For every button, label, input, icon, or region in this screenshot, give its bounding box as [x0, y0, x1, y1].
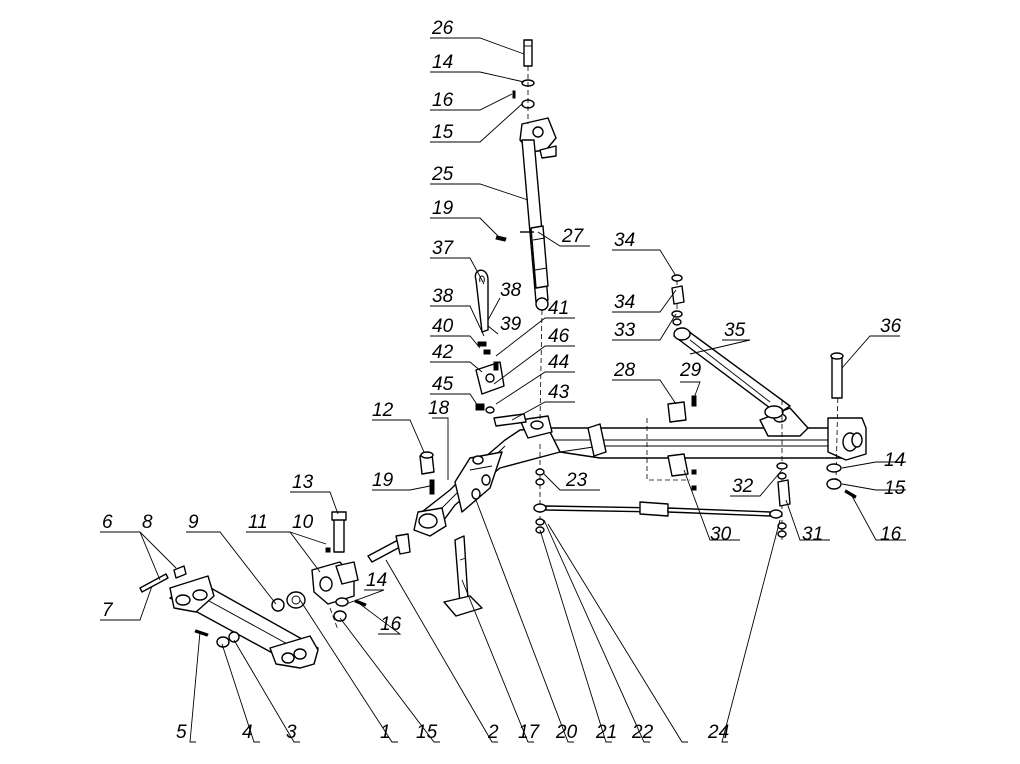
- callout-12: 12: [372, 400, 394, 421]
- hanger-bracket: [474, 235, 527, 427]
- callout-14-top: 14: [432, 52, 453, 73]
- callout-43: 43: [548, 382, 570, 403]
- callout-34-mid: 34: [614, 292, 635, 313]
- top-link-rod: [512, 39, 557, 311]
- callout-36: 36: [880, 316, 902, 337]
- callout-31: 31: [802, 524, 823, 545]
- callout-labels: 26 14 16 15 25 19 27 37 38 38 39 40 42 4…: [102, 18, 906, 743]
- callout-27: 27: [561, 226, 585, 247]
- callout-10: 10: [292, 512, 314, 533]
- callout-14-low: 14: [366, 570, 387, 591]
- callout-28: 28: [613, 360, 636, 381]
- callout-15-top: 15: [432, 122, 454, 143]
- leader-lines: [100, 37, 906, 743]
- tension-rod: [533, 468, 783, 534]
- callout-19-low: 19: [372, 470, 394, 491]
- right-small-parts: [667, 274, 857, 538]
- callout-35: 35: [724, 320, 746, 341]
- callout-34-top: 34: [614, 230, 635, 251]
- callout-42: 42: [432, 342, 454, 363]
- callout-29: 29: [679, 360, 702, 381]
- callout-25: 25: [431, 164, 454, 185]
- callout-40: 40: [432, 316, 454, 337]
- callout-17: 17: [518, 722, 541, 743]
- main-frame: [413, 407, 867, 537]
- callout-4: 4: [242, 722, 253, 743]
- callout-16-top: 16: [432, 90, 454, 111]
- callout-24: 24: [707, 722, 729, 743]
- callout-14-right: 14: [884, 450, 905, 471]
- callout-15-low: 15: [416, 722, 438, 743]
- callout-22: 22: [631, 722, 654, 743]
- callout-6: 6: [102, 512, 113, 533]
- callout-37: 37: [432, 238, 455, 259]
- callout-45: 45: [432, 374, 454, 395]
- callout-44: 44: [548, 352, 569, 373]
- callout-8: 8: [142, 512, 153, 533]
- callout-19-top: 19: [432, 198, 454, 219]
- callout-46: 46: [548, 326, 570, 347]
- callout-11: 11: [248, 512, 268, 533]
- callout-23: 23: [565, 470, 588, 491]
- callout-21: 21: [595, 722, 617, 743]
- callout-20: 20: [555, 722, 578, 743]
- callout-41: 41: [548, 298, 569, 319]
- callout-13: 13: [292, 472, 314, 493]
- callout-15-right: 15: [884, 478, 906, 499]
- callout-3: 3: [286, 722, 297, 743]
- callout-26: 26: [431, 18, 454, 39]
- callout-5: 5: [176, 722, 187, 743]
- callout-39: 39: [500, 314, 522, 335]
- callout-1: 1: [380, 722, 391, 743]
- callout-18: 18: [428, 398, 450, 419]
- callout-9: 9: [188, 512, 199, 533]
- callout-16-right: 16: [880, 524, 902, 545]
- callout-2: 2: [487, 722, 499, 743]
- callout-30: 30: [710, 524, 732, 545]
- front-drawbar: [139, 451, 435, 669]
- diagonal-brace: [673, 327, 791, 419]
- parking-stand: [443, 535, 483, 617]
- callout-38-left: 38: [432, 286, 454, 307]
- callout-16-low: 16: [380, 614, 402, 635]
- callout-32: 32: [732, 476, 754, 497]
- callout-33: 33: [614, 320, 636, 341]
- callout-7: 7: [102, 600, 114, 621]
- callout-38-right: 38: [500, 280, 522, 301]
